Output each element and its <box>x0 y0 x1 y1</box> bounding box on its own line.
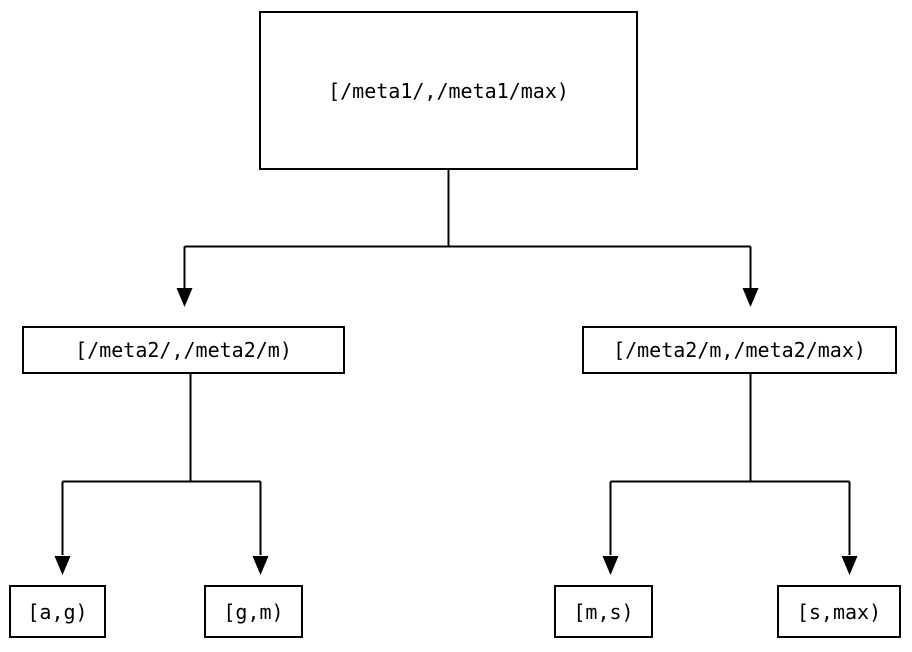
node-leaf-m-s-label: [m,s) <box>573 599 634 624</box>
arrowhead-to-leaf-s-max <box>841 556 858 575</box>
node-leaf-g-m[interactable]: [g,m) <box>204 585 303 638</box>
node-root[interactable]: [/meta1/,/meta1/max) <box>259 11 638 170</box>
node-leaf-g-m-label: [g,m) <box>223 599 284 624</box>
node-leaf-a-g[interactable]: [a,g) <box>9 585 106 638</box>
node-mid-left[interactable]: [/meta2/,/meta2/m) <box>22 326 345 374</box>
node-leaf-a-g-label: [a,g) <box>27 599 88 624</box>
node-leaf-s-max[interactable]: [s,max) <box>777 585 901 638</box>
node-root-label: [/meta1/,/meta1/max) <box>328 78 569 103</box>
arrowhead-to-leaf-g-m <box>252 556 269 575</box>
arrowhead-to-mid-left <box>176 288 193 307</box>
node-leaf-s-max-label: [s,max) <box>796 599 882 624</box>
node-leaf-m-s[interactable]: [m,s) <box>554 585 653 638</box>
arrowhead-to-leaf-m-s <box>602 556 619 575</box>
node-mid-right[interactable]: [/meta2/m,/meta2/max) <box>582 326 897 374</box>
node-mid-left-label: [/meta2/,/meta2/m) <box>75 338 292 362</box>
arrowhead-to-leaf-a-g <box>54 556 71 575</box>
node-mid-right-label: [/meta2/m,/meta2/max) <box>613 338 866 362</box>
arrowhead-to-mid-right <box>742 288 759 307</box>
